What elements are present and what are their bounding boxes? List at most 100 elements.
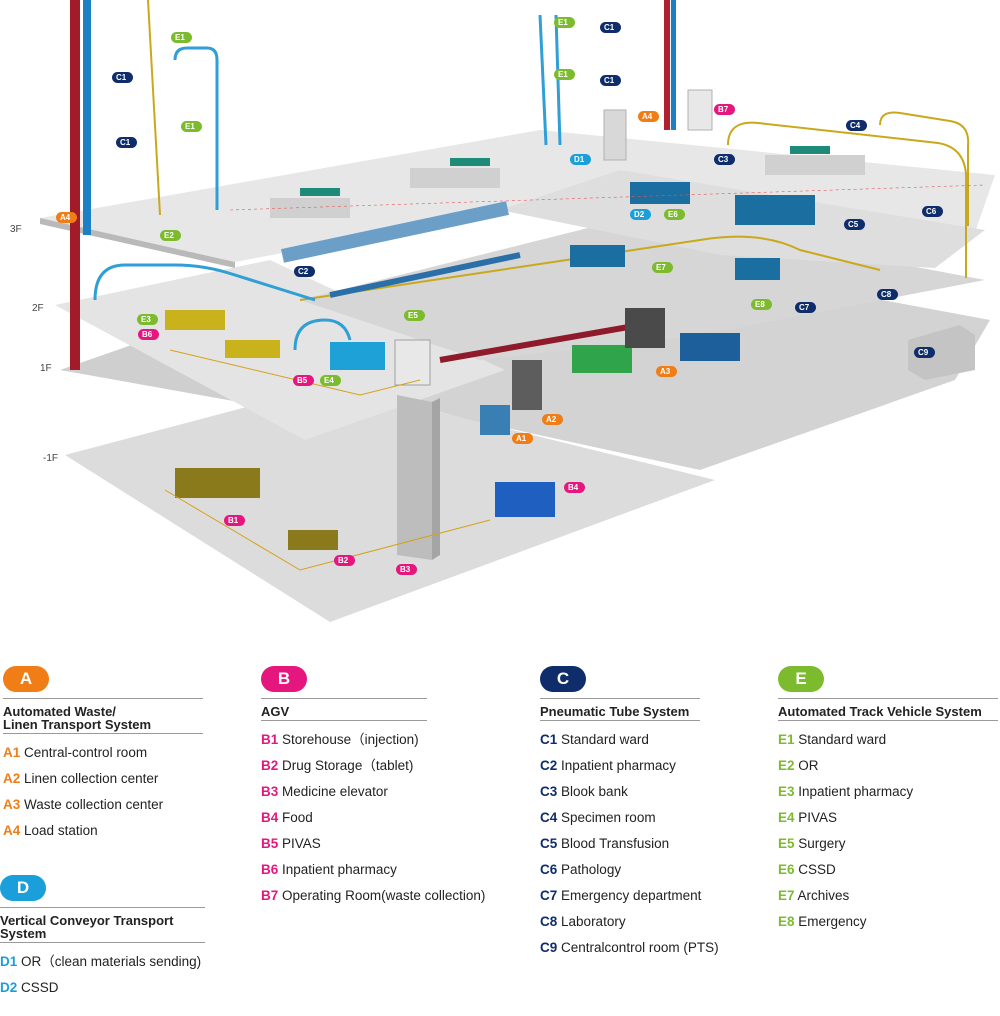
shaft-red bbox=[70, 0, 80, 370]
tag-E5: E5 bbox=[404, 310, 425, 321]
tag-E1-c: E1 bbox=[554, 17, 575, 28]
floor-label-b1: -1F bbox=[43, 453, 58, 464]
duct-red-1f bbox=[439, 322, 641, 363]
tag-C1-b: C1 bbox=[116, 137, 137, 148]
tag-B6: B6 bbox=[138, 329, 159, 340]
svg-text:B5: B5 bbox=[297, 376, 308, 385]
crates-b2 bbox=[288, 530, 338, 550]
svg-text:B4: B4 bbox=[568, 483, 579, 492]
shaft-blue-east bbox=[671, 0, 676, 130]
legend-a-item: A1 Central-control room bbox=[3, 745, 148, 760]
tag-E3: E3 bbox=[137, 314, 158, 325]
floor-label-1f: 1F bbox=[40, 363, 52, 374]
track-blue-left bbox=[173, 46, 219, 210]
legend-e-item: E4 PIVAS bbox=[778, 810, 838, 825]
crates-d2 bbox=[630, 182, 815, 225]
tag-C4: C4 bbox=[846, 120, 867, 131]
svg-text:C9: C9 bbox=[918, 348, 929, 357]
legend-c-item: C4 Specimen room bbox=[540, 810, 656, 825]
svg-text:E5: E5 bbox=[408, 311, 418, 320]
tag-C8: C8 bbox=[877, 289, 898, 300]
svg-text:C6: C6 bbox=[926, 207, 937, 216]
svg-text:A3: A3 bbox=[660, 367, 671, 376]
floor-label-2f: 2F bbox=[32, 303, 44, 314]
legend-c-item: C5 Blood Transfusion bbox=[540, 836, 670, 851]
legend-e-item: E5 Surgery bbox=[778, 836, 846, 851]
svg-text:C2: C2 bbox=[298, 267, 309, 276]
elevator-shaft-center-side bbox=[432, 398, 440, 560]
svg-text:E1: E1 bbox=[558, 18, 568, 27]
crates-b1 bbox=[175, 468, 260, 498]
crates-b4 bbox=[495, 482, 555, 517]
svg-text:E6: E6 bbox=[668, 210, 678, 219]
tube-blue-top2 bbox=[554, 14, 562, 146]
station-a2 bbox=[512, 360, 542, 410]
tube-yellow-2f bbox=[299, 235, 881, 301]
tag-A2: A2 bbox=[542, 414, 563, 425]
crates-b5 bbox=[330, 342, 385, 370]
tag-A3: A3 bbox=[656, 366, 677, 377]
legend-a-item: A2 Linen collection center bbox=[3, 771, 159, 786]
floor-3f-plate bbox=[40, 130, 995, 262]
tag-E4: E4 bbox=[320, 375, 341, 386]
tag-C1-a: C1 bbox=[112, 72, 133, 83]
legend-d-item: D1 OR（clean materials sending) bbox=[0, 954, 202, 969]
truck bbox=[680, 333, 740, 361]
tube-yellow-east-2 bbox=[879, 111, 970, 226]
svg-text:A2: A2 bbox=[546, 415, 557, 424]
svg-text:C1: C1 bbox=[604, 76, 615, 85]
legend-b-item: B6 Inpatient pharmacy bbox=[261, 862, 397, 877]
svg-text:E1: E1 bbox=[558, 70, 568, 79]
legend-b-item: B2 Drug Storage（tablet) bbox=[261, 758, 414, 773]
tag-C9: C9 bbox=[914, 347, 935, 358]
svg-text:B2: B2 bbox=[338, 556, 349, 565]
track-blue-2f bbox=[93, 263, 316, 302]
legend-d-badge: D bbox=[0, 875, 46, 901]
tag-E1-b: E1 bbox=[181, 121, 202, 132]
legend-e-item: E2 OR bbox=[778, 758, 819, 773]
tag-C5: C5 bbox=[844, 219, 865, 230]
floor-basement-plate bbox=[65, 385, 715, 622]
legend-e-title: Automated Track Vehicle System bbox=[778, 698, 998, 721]
tag-E7: E7 bbox=[652, 262, 673, 273]
tag-E6: E6 bbox=[664, 209, 685, 220]
svg-text:C7: C7 bbox=[799, 303, 810, 312]
svg-text:E3: E3 bbox=[141, 315, 151, 324]
tag-E2: E2 bbox=[160, 230, 181, 241]
legend-b-item: B4 Food bbox=[261, 810, 313, 825]
legend-e-item: E7 Archives bbox=[778, 888, 850, 903]
tag-C7: C7 bbox=[795, 302, 816, 313]
tag-A4-top: A4 bbox=[638, 111, 659, 122]
agv-route-basement bbox=[164, 489, 491, 571]
duct-blue-1f bbox=[329, 252, 521, 298]
tag-C2: C2 bbox=[294, 266, 315, 277]
legend-c-item: C7 Emergency department bbox=[540, 888, 702, 903]
legend-a-badge: A bbox=[3, 666, 49, 692]
track-blue-e4 bbox=[293, 318, 352, 351]
svg-text:C1: C1 bbox=[604, 23, 615, 32]
legend-c-item: C9 Centralcontrol room (PTS) bbox=[540, 940, 719, 955]
legend-b: B AGV B1 Storehouse（injection) B2 Drug S… bbox=[261, 666, 501, 909]
tanks-a1 bbox=[480, 405, 510, 435]
or-table-1 bbox=[270, 188, 350, 218]
tag-B4: B4 bbox=[564, 482, 585, 493]
legend-e-item: E1 Standard ward bbox=[778, 732, 887, 747]
legend-c-item: C6 Pathology bbox=[540, 862, 622, 877]
svg-text:D2: D2 bbox=[634, 210, 645, 219]
svg-text:E1: E1 bbox=[185, 122, 195, 131]
agv-route-2f bbox=[169, 349, 421, 396]
tag-B2: B2 bbox=[334, 555, 355, 566]
tag-B5: B5 bbox=[293, 375, 314, 386]
svg-text:E8: E8 bbox=[755, 300, 765, 309]
tag-C6: C6 bbox=[922, 206, 943, 217]
legend-c-item: C3 Blook bank bbox=[540, 784, 628, 799]
svg-text:E4: E4 bbox=[324, 376, 334, 385]
legend-b-item: B3 Medicine elevator bbox=[261, 784, 388, 799]
legend-e: E Automated Track Vehicle System E1 Stan… bbox=[778, 666, 998, 935]
shaft-red-east bbox=[664, 0, 670, 130]
svg-text:B3: B3 bbox=[400, 565, 411, 574]
legend-d-item: D2 CSSD bbox=[0, 980, 59, 995]
legend-b-item: B5 PIVAS bbox=[261, 836, 321, 851]
legend-d: D Vertical Conveyor Transport System D1 … bbox=[0, 875, 205, 1001]
tag-A1: A1 bbox=[512, 433, 533, 444]
